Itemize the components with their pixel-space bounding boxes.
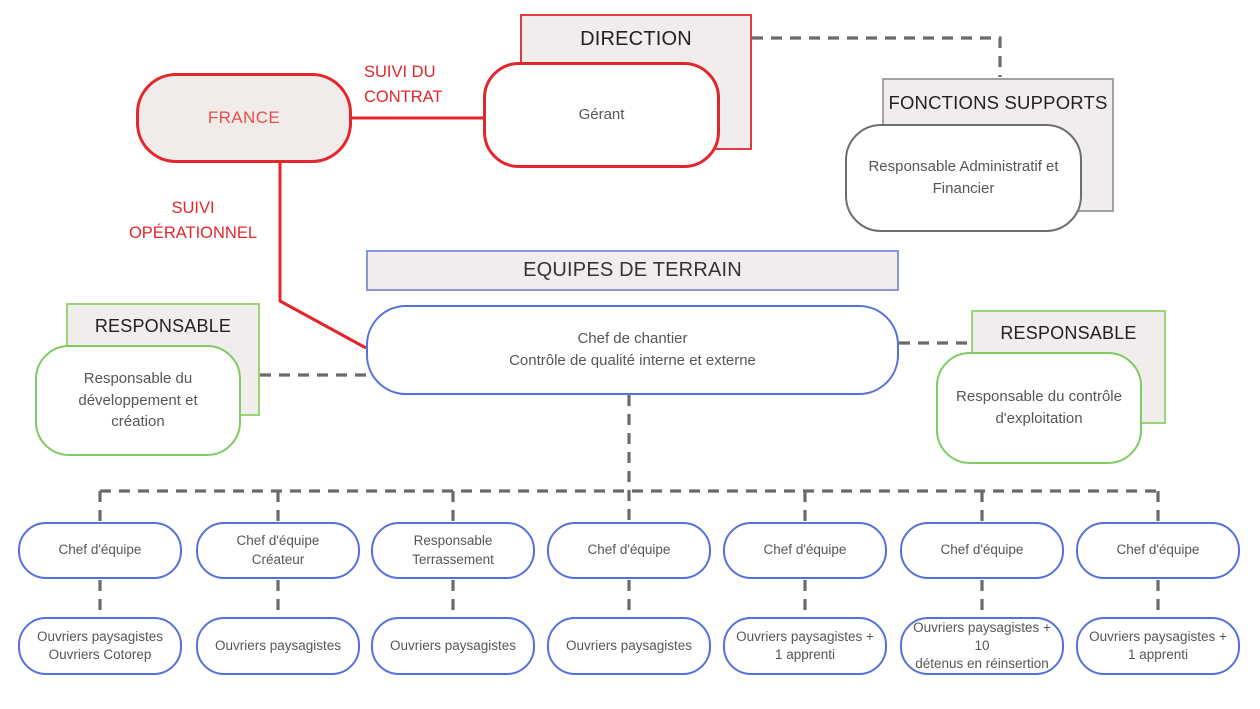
gerant-label: Gérant bbox=[578, 106, 625, 124]
team-lead-label-4: Chef d'équipe bbox=[587, 542, 671, 558]
team-lead-label-5: Chef d'équipe bbox=[763, 542, 847, 558]
suivi-du-contrat-label: SUIVI DU CONTRAT bbox=[364, 63, 443, 106]
link-france-chef-chantier bbox=[278, 163, 367, 350]
team-lead-label-1: Chef d'équipe bbox=[58, 542, 142, 558]
team-lead-box-1: Chef d'équipe bbox=[18, 522, 182, 579]
crew-box-5: Ouvriers paysagistes + 1 apprenti bbox=[723, 617, 887, 675]
resp-exploitation-box: Responsable du contrôle d'exploitation bbox=[936, 352, 1142, 464]
fonctions-supports-title: FONCTIONS SUPPORTS bbox=[888, 92, 1108, 113]
crew-box-4: Ouvriers paysagistes bbox=[547, 617, 711, 675]
resp-admin-financier-label: Responsable Administratif et Financier bbox=[868, 158, 1059, 197]
equipes-terrain-panel: EQUIPES DE TERRAIN bbox=[366, 250, 899, 291]
team-lead-box-6: Chef d'équipe bbox=[900, 522, 1064, 579]
crew-box-3: Ouvriers paysagistes bbox=[371, 617, 535, 675]
crew-box-1: Ouvriers paysagistes Ouvriers Cotorep bbox=[18, 617, 182, 675]
team-lead-box-2: Chef d'équipe Créateur bbox=[196, 522, 360, 579]
france-label: FRANCE bbox=[207, 107, 281, 127]
direction-title: DIRECTION bbox=[580, 28, 692, 50]
responsable-right-title: RESPONSABLE bbox=[1000, 323, 1137, 343]
crew-label-1: Ouvriers paysagistes Ouvriers Cotorep bbox=[36, 628, 164, 662]
crew-label-2: Ouvriers paysagistes bbox=[214, 637, 342, 653]
resp-developpement-box: Responsable du développement et création bbox=[35, 345, 241, 456]
team-lead-label-6: Chef d'équipe bbox=[940, 542, 1024, 558]
equipes-terrain-title: EQUIPES DE TERRAIN bbox=[523, 259, 742, 281]
team-lead-box-7: Chef d'équipe bbox=[1076, 522, 1240, 579]
team-lead-label-7: Chef d'équipe bbox=[1116, 542, 1200, 558]
team-lead-label-2: Chef d'équipe Créateur bbox=[236, 533, 320, 567]
responsable-left-title: RESPONSABLE bbox=[94, 316, 232, 336]
gerant-box: Gérant bbox=[483, 62, 720, 168]
france-box: FRANCE bbox=[136, 73, 352, 163]
team-lead-box-4: Chef d'équipe bbox=[547, 522, 711, 579]
dashed-links bbox=[98, 36, 1160, 617]
resp-admin-financier-box: Responsable Administratif et Financier bbox=[845, 124, 1082, 232]
crew-box-2: Ouvriers paysagistes bbox=[196, 617, 360, 675]
team-lead-box-5: Chef d'équipe bbox=[723, 522, 887, 579]
crew-label-3: Ouvriers paysagistes bbox=[389, 637, 517, 653]
crew-box-6: Ouvriers paysagistes + 10 détenus en réi… bbox=[900, 617, 1064, 675]
link-direction-supports bbox=[752, 36, 1002, 77]
crew-label-4: Ouvriers paysagistes bbox=[565, 637, 693, 653]
team-lead-box-3: Responsable Terrassement bbox=[371, 522, 535, 579]
crew-label-5: Ouvriers paysagistes + 1 apprenti bbox=[736, 628, 874, 662]
resp-developpement-label: Responsable du développement et création bbox=[78, 369, 198, 431]
chef-de-chantier-box: Chef de chantier Contrôle de qualité int… bbox=[366, 305, 899, 395]
chef-de-chantier-label: Chef de chantier Contrôle de qualité int… bbox=[509, 330, 756, 369]
crew-label-7: Ouvriers paysagistes + 1 apprenti bbox=[1089, 628, 1227, 662]
crew-label-6: Ouvriers paysagistes + 10 détenus en réi… bbox=[913, 619, 1051, 672]
team-lead-label-3: Responsable Terrassement bbox=[412, 533, 494, 567]
resp-exploitation-label: Responsable du contrôle d'exploitation bbox=[956, 388, 1122, 427]
crew-box-7: Ouvriers paysagistes + 1 apprenti bbox=[1076, 617, 1240, 675]
suivi-operationnel-label: SUIVI OPÉRATIONNEL bbox=[128, 199, 258, 242]
